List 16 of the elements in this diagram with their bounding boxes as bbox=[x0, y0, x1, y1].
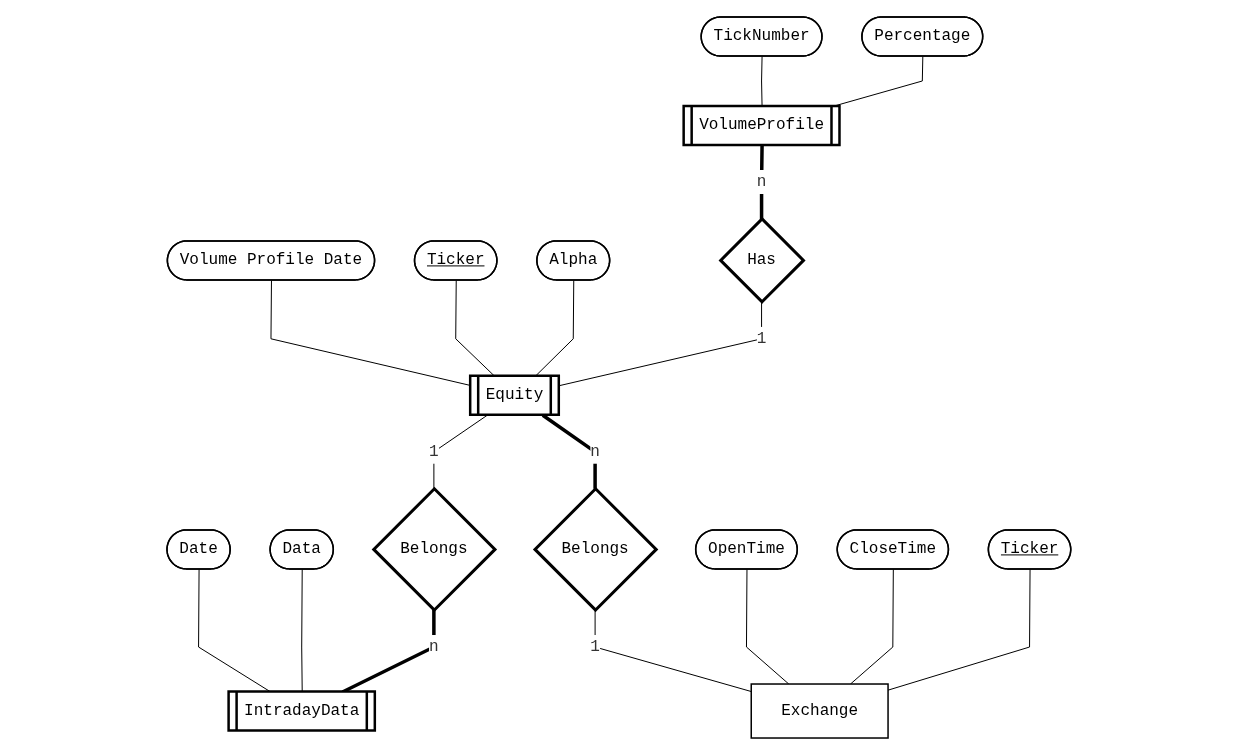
connector bbox=[850, 569, 894, 685]
connector bbox=[301, 569, 303, 693]
edge-label: 1 bbox=[590, 638, 601, 657]
connector bbox=[746, 569, 790, 685]
edge-label: 1 bbox=[756, 330, 767, 349]
connector bbox=[594, 610, 752, 693]
connector bbox=[558, 301, 763, 387]
node-diamond: Has bbox=[718, 217, 806, 305]
node-diamond: Belongs bbox=[371, 487, 498, 613]
connector bbox=[759, 145, 764, 220]
node-box: Exchange bbox=[750, 683, 889, 740]
edge-label: n bbox=[590, 443, 601, 462]
edge-label: 1 bbox=[429, 443, 439, 462]
node-diamond: Belongs bbox=[533, 487, 659, 613]
edge-label: n bbox=[756, 173, 767, 192]
edge-label: n bbox=[429, 638, 439, 657]
